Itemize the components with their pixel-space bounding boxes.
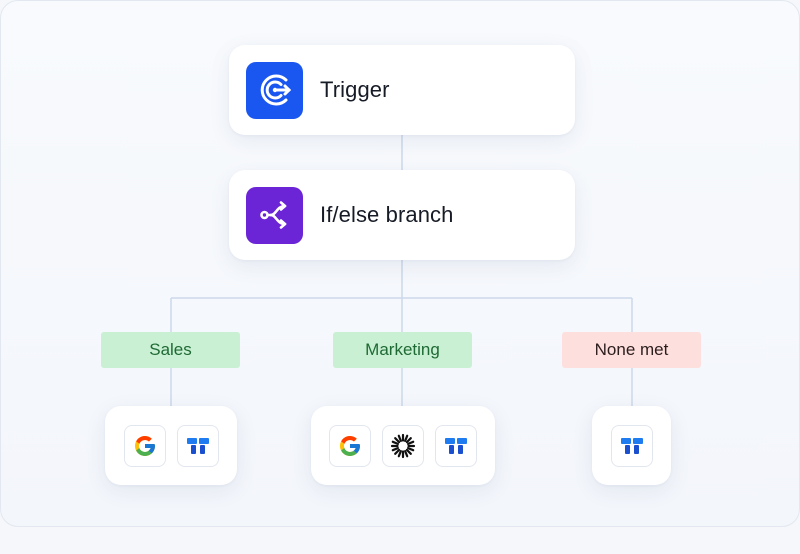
trigger-icon <box>246 61 303 119</box>
tray-icon[interactable] <box>176 424 219 467</box>
trigger-node[interactable]: Trigger <box>229 45 575 135</box>
ifelse-title: If/else branch <box>320 202 454 227</box>
tray-icon[interactable] <box>610 424 653 467</box>
google-icon[interactable] <box>329 424 371 467</box>
sunburst-icon[interactable] <box>382 424 424 467</box>
branch-label-sales[interactable]: Sales <box>101 332 240 368</box>
google-icon[interactable] <box>123 424 166 467</box>
connector-lines <box>170 135 633 406</box>
branch-label-none-met[interactable]: None met <box>562 332 701 368</box>
tray-icon[interactable] <box>435 424 477 467</box>
sales-apps-card <box>105 406 237 485</box>
marketing-apps-card <box>311 406 495 485</box>
workflow-canvas: Trigger If/else branch Sales Marketing N… <box>0 0 800 527</box>
branch-label-marketing[interactable]: Marketing <box>333 332 472 368</box>
ifelse-branch-node[interactable]: If/else branch <box>229 170 575 260</box>
none-met-apps-card <box>592 406 671 485</box>
branch-icon <box>246 186 303 244</box>
trigger-title: Trigger <box>320 77 390 102</box>
